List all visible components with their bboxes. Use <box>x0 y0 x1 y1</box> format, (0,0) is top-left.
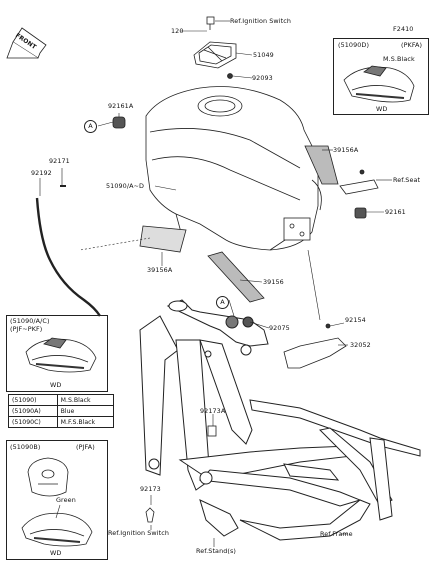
table-row: (51090C) M.F.S.Black <box>8 416 115 428</box>
inset-top-right-variant: (PKFA) <box>401 41 423 49</box>
part-92161a: 92161A <box>108 102 134 110</box>
ref-seat: Ref.Seat <box>393 176 421 184</box>
part-51049: 51049 <box>253 51 274 59</box>
inset-left-tank <box>25 337 97 373</box>
part-39156a-bottom: 39156A <box>147 266 173 274</box>
part-32052: 32052 <box>350 341 371 349</box>
ref-stands: Ref.Stand(s) <box>196 547 237 555</box>
part-92154: 92154 <box>345 316 366 324</box>
table-cell-code: (51090A) <box>8 405 58 417</box>
color-variant-table: (51090) M.S.Black (51090A) Blue (51090C)… <box>8 394 115 428</box>
part-92161: 92161 <box>385 208 406 216</box>
front-arrow-icon <box>6 27 47 59</box>
table-row: (51090A) Blue <box>8 405 115 417</box>
part-92171: 92171 <box>49 157 70 165</box>
ref-ignition-switch-top: Ref.Ignition Switch <box>230 17 291 25</box>
table-cell-color: M.S.Black <box>56 394 115 406</box>
leader-lines <box>39 20 392 547</box>
part-92192: 92192 <box>31 169 52 177</box>
ref-ignition-switch-bottom: Ref.Ignition Switch <box>108 529 169 537</box>
inset-bottom-left-code: (51090B) <box>10 443 41 451</box>
inset-top-right-color: M.S.Black <box>383 55 415 63</box>
table-cell-color: M.F.S.Black <box>56 416 115 428</box>
figure-code: F2410 <box>393 25 414 33</box>
inset-bottom-left-variant: (PJFA) <box>76 443 95 451</box>
table-row: (51090) M.S.Black <box>8 394 115 406</box>
inset-top-right-code: (51090D) <box>338 41 370 49</box>
inset-top-right-tank <box>343 65 415 103</box>
inset-left-variant: (PJF~PKF) <box>10 325 43 333</box>
seat-bracket <box>339 169 379 219</box>
inset-bottom-left-tank <box>21 457 93 547</box>
inset-left-code: (51090/A/C) <box>10 317 50 325</box>
table-cell-color: Blue <box>56 405 115 417</box>
part-92173a: 92173A <box>200 407 226 415</box>
part-120: 120 <box>171 27 184 35</box>
bolt-92173 <box>145 507 155 523</box>
table-cell-code: (51090C) <box>8 416 58 428</box>
part-39156: 39156 <box>263 278 284 286</box>
inset-left <box>6 315 108 392</box>
part-92173: 92173 <box>140 485 161 493</box>
decal-39156 <box>207 251 265 303</box>
inset-bottom-left <box>6 440 108 560</box>
part-92093: 92093 <box>252 74 273 82</box>
part-39156a-top: 39156A <box>333 146 359 154</box>
decal-39156a-top <box>304 145 339 185</box>
fuel-hose <box>35 197 102 317</box>
inset-bottom-left-footer: WD <box>50 549 62 557</box>
spacer-92173a <box>207 425 217 437</box>
part-51090: 51090/A~D <box>106 182 145 190</box>
callout-a-left: A <box>84 120 97 133</box>
bracket-32052 <box>283 323 347 369</box>
fuel-cap-assembly <box>193 16 237 79</box>
inset-top-right <box>333 38 429 115</box>
ref-frame: Ref.Frame <box>320 530 353 538</box>
table-cell-code: (51090) <box>8 394 58 406</box>
fuel-tank <box>145 86 322 251</box>
inset-top-right-footer: WD <box>376 105 388 113</box>
main-frame <box>139 299 421 541</box>
decal-39156a-bottom <box>139 225 187 253</box>
inset-bottom-left-color: Green <box>56 496 76 504</box>
grommet-92161a <box>112 116 126 129</box>
callout-a-middle: A <box>216 296 229 309</box>
part-92075: 92075 <box>269 324 290 332</box>
inset-left-footer: WD <box>50 381 62 389</box>
